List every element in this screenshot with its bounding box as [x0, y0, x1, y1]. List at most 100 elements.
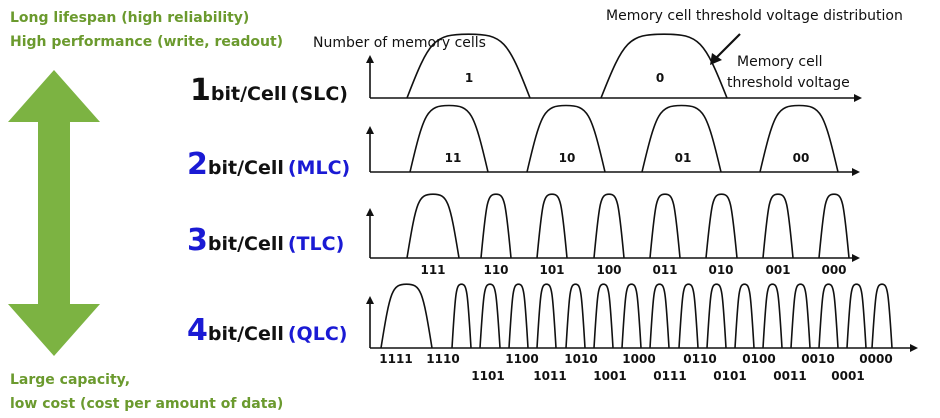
row-number: 1 — [190, 73, 211, 108]
distribution-curve — [593, 193, 625, 259]
distribution-curve — [536, 193, 568, 259]
distribution-curve — [818, 193, 850, 259]
distribution-label: Memory cell threshold voltage distributi… — [606, 8, 903, 24]
distribution-curve — [409, 104, 489, 173]
state-label: 10 — [559, 151, 576, 165]
state-label: 0100 — [742, 352, 775, 366]
distribution-curve — [649, 283, 670, 349]
state-label: 101 — [539, 263, 564, 277]
bottom-left-line1: Large capacity, — [10, 372, 130, 388]
distribution-curve — [600, 33, 728, 99]
row-number: 4 — [187, 313, 208, 348]
row-number: 2 — [187, 147, 208, 182]
distribution-curve — [479, 283, 501, 349]
state-label: 1110 — [426, 352, 459, 366]
state-label: 1001 — [593, 369, 626, 383]
row-label: 4bit/Cell(QLC) — [187, 313, 347, 348]
state-label: 0111 — [653, 369, 686, 383]
state-label: 01 — [675, 151, 692, 165]
row-bits-per-cell: bit/Cell — [211, 83, 287, 105]
state-label: 0000 — [859, 352, 892, 366]
double-arrow-icon — [8, 70, 100, 356]
state-label: 00 — [793, 151, 810, 165]
row-label: 1bit/Cell(SLC) — [190, 73, 348, 108]
y-axis-arrow-icon — [366, 296, 374, 304]
y-axis-arrow-icon — [366, 55, 374, 63]
distribution-curve — [790, 283, 811, 349]
state-label: 1010 — [564, 352, 597, 366]
row-cell-type: (QLC) — [288, 323, 348, 345]
state-label: 000 — [821, 263, 846, 277]
row-cell-type: (SLC) — [291, 83, 348, 105]
state-label: 0001 — [831, 369, 864, 383]
pointer-arrow-head-icon — [710, 53, 722, 65]
x-axis-label-line1: Memory cell — [737, 54, 822, 70]
y-axis-arrow-icon — [366, 126, 374, 134]
x-axis-arrow-icon — [910, 344, 918, 352]
state-label: 111 — [420, 263, 445, 277]
state-label: 010 — [708, 263, 733, 277]
y-axis-arrow-icon — [366, 208, 374, 216]
state-label: 110 — [483, 263, 508, 277]
row-label: 2bit/Cell(MLC) — [187, 147, 350, 182]
row-3: 3bit/Cell(TLC) 111 110 101 100 011 010 001 000 — [187, 193, 860, 277]
x-axis-arrow-icon — [852, 254, 860, 262]
distribution-curve — [451, 283, 472, 349]
state-label: 0 — [656, 71, 664, 85]
distribution-curve — [380, 283, 433, 349]
distribution-curve — [818, 283, 839, 349]
row-cell-type: (MLC) — [288, 157, 350, 179]
row-bits-per-cell: bit/Cell — [208, 323, 284, 345]
distribution-curve — [406, 193, 460, 259]
row-cell-type: (TLC) — [288, 233, 344, 255]
y-axis-label: Number of memory cells — [313, 35, 486, 51]
state-label: 1011 — [533, 369, 566, 383]
distribution-curve — [705, 193, 738, 259]
pointer-arrow-line — [715, 33, 741, 59]
row-2: 2bit/Cell(MLC) 11 10 01 00 — [187, 104, 860, 182]
distribution-curve — [593, 283, 614, 349]
distribution-curve — [734, 283, 755, 349]
state-label: 001 — [765, 263, 790, 277]
distribution-curve — [621, 283, 642, 349]
distribution-curve — [846, 283, 867, 349]
distribution-curve — [641, 104, 722, 173]
state-label: 100 — [596, 263, 621, 277]
distribution-curve — [526, 104, 606, 173]
distribution-curve — [759, 104, 839, 173]
distribution-curve — [536, 283, 557, 349]
distribution-curve — [706, 283, 727, 349]
state-label: 1111 — [379, 352, 412, 366]
state-label: 1000 — [622, 352, 655, 366]
distribution-curve — [565, 283, 586, 349]
distribution-curve — [762, 193, 794, 259]
state-label: 0110 — [683, 352, 716, 366]
state-label: 1100 — [505, 352, 538, 366]
distribution-curve — [678, 283, 699, 349]
top-left-line2: High performance (write, readout) — [10, 34, 283, 50]
distribution-curve — [871, 283, 893, 349]
distribution-curve — [508, 283, 529, 349]
top-left-line1: Long lifespan (high reliability) — [10, 10, 249, 26]
x-axis-label-line2: threshold voltage — [727, 75, 850, 91]
state-label: 0101 — [713, 369, 746, 383]
state-label: 1 — [465, 71, 473, 85]
x-axis-arrow-icon — [852, 168, 860, 176]
state-label: 11 — [445, 151, 462, 165]
row-number: 3 — [187, 223, 208, 258]
row-bits-per-cell: bit/Cell — [208, 233, 284, 255]
distribution-curve — [649, 193, 681, 259]
bottom-left-line2: low cost (cost per amount of data) — [10, 396, 283, 412]
state-label: 0011 — [773, 369, 806, 383]
state-label: 011 — [652, 263, 677, 277]
x-axis-arrow-icon — [854, 94, 862, 102]
state-label: 1101 — [471, 369, 504, 383]
distribution-curve — [406, 33, 531, 99]
distribution-curve — [762, 283, 783, 349]
state-label: 0010 — [801, 352, 834, 366]
distribution-curve — [480, 193, 512, 259]
row-bits-per-cell: bit/Cell — [208, 157, 284, 179]
